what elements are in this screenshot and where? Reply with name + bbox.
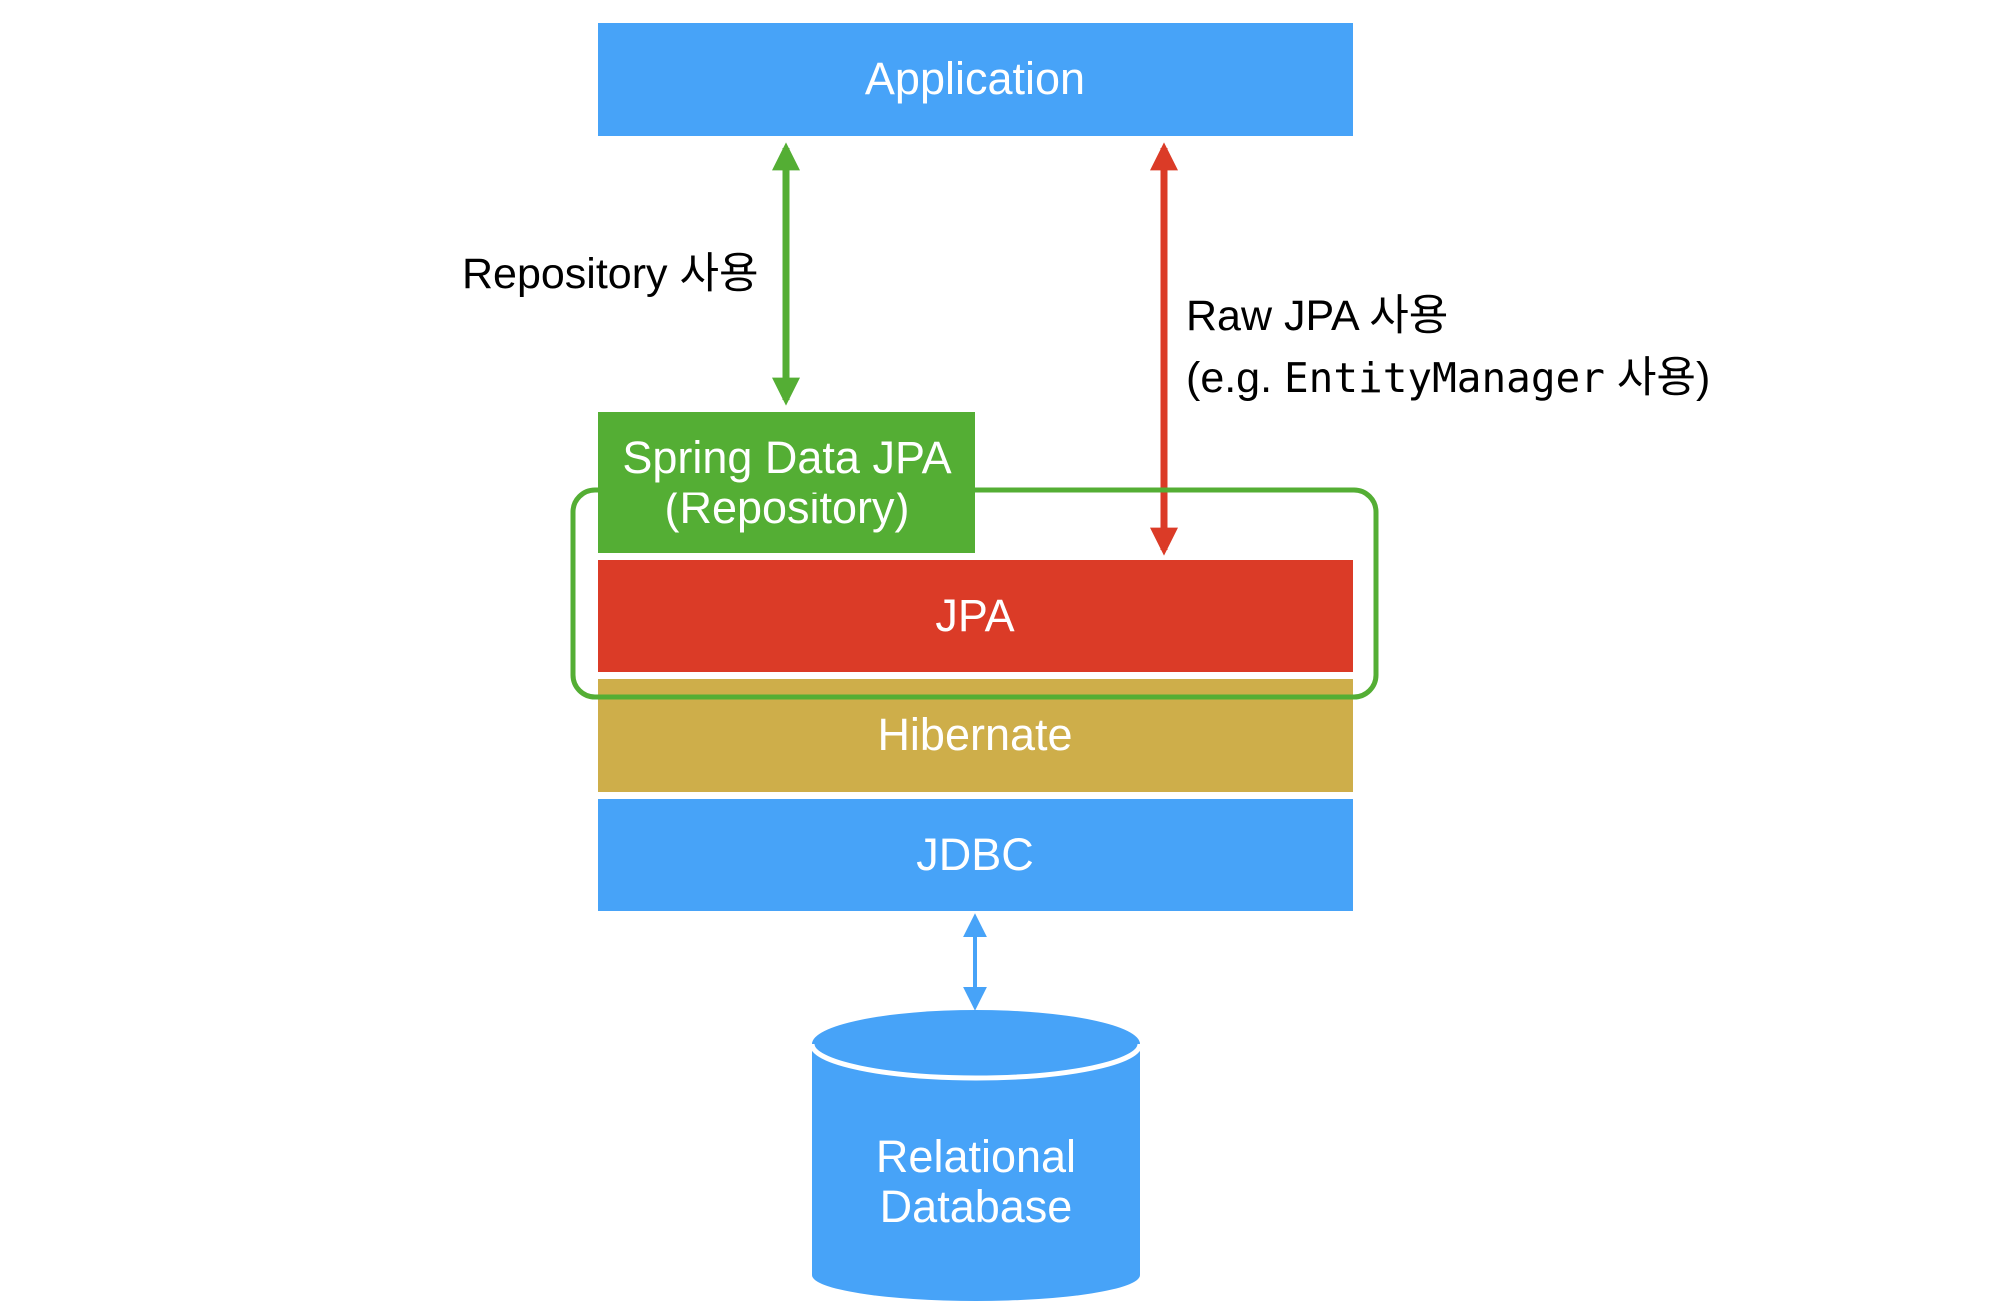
raw-jpa-example: (e.g. EntityManager 사용)	[1186, 354, 1710, 402]
spring-data-jpa-outline	[570, 487, 1379, 700]
raw-jpa-example-close: 사용)	[1605, 354, 1710, 402]
raw-jpa-example-open: (e.g.	[1186, 354, 1284, 402]
repository-usage-label: Repository 사용	[462, 250, 759, 298]
database-sublabel: Database	[880, 1181, 1073, 1232]
spring-data-jpa-box: Spring Data JPA (Repository)	[598, 412, 975, 553]
database-cylinder-icon: Relational Database	[809, 1010, 1143, 1301]
entity-manager-code: EntityManager	[1284, 354, 1605, 402]
application-label: Application	[865, 53, 1085, 104]
application-box: Application	[598, 23, 1353, 136]
jpa-box: JPA	[598, 560, 1353, 672]
jdbc-label: JDBC	[916, 829, 1034, 880]
jpa-label: JPA	[935, 590, 1014, 641]
jdbc-box: JDBC	[598, 799, 1353, 911]
hibernate-label: Hibernate	[877, 709, 1072, 760]
database-label: Relational	[876, 1131, 1076, 1182]
spring-data-jpa-label: Spring Data JPA	[622, 432, 951, 483]
raw-jpa-label: Raw JPA 사용	[1186, 292, 1448, 340]
